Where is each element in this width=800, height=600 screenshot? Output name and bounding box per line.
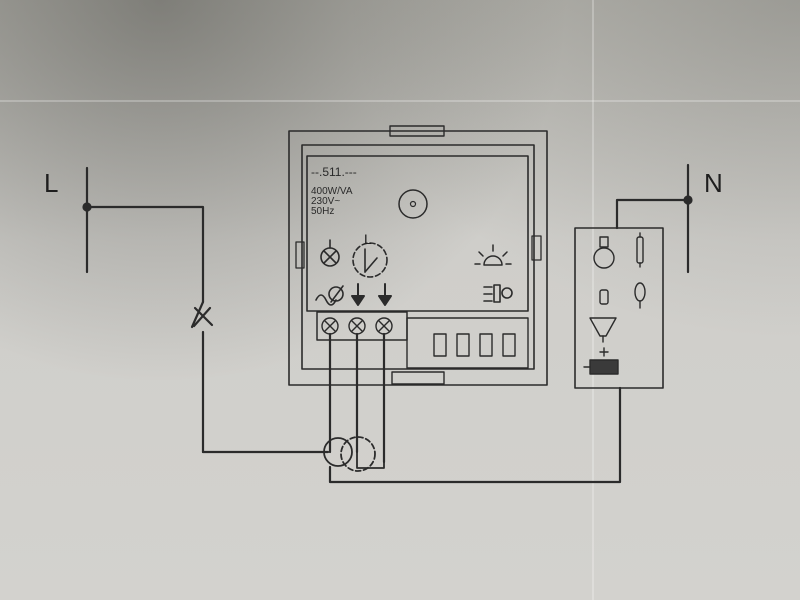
- rotary-knob-center: [409, 200, 417, 208]
- dimmer-inner-frame: [301, 144, 535, 370]
- device-spec-power: 400W/VA: [311, 186, 353, 197]
- arrow-down-icon-2: [378, 283, 392, 306]
- slot-1: [433, 333, 447, 357]
- plus-symbol: [599, 347, 609, 357]
- terminal-screw-1: [321, 317, 339, 335]
- transformer-icon: [583, 359, 619, 375]
- slot-2: [456, 333, 470, 357]
- dimmer-live-label: L: [364, 231, 372, 247]
- slot-3: [479, 333, 493, 357]
- halogen-tube-icon: [636, 232, 644, 268]
- load-type-icon: [483, 284, 513, 303]
- live-label: L: [44, 168, 58, 198]
- halogen-capsule-icon: [634, 282, 646, 309]
- arrow-down-icon-1: [351, 283, 365, 306]
- neutral-feed-wire: [615, 198, 690, 230]
- terminal-screw-2: [348, 317, 366, 335]
- top-clip: [389, 125, 445, 137]
- dimmer-symbol-icon: [352, 242, 388, 278]
- bottom-clip: [391, 371, 445, 385]
- wire-connector-solid: [323, 437, 353, 467]
- slot-housing: [406, 317, 529, 369]
- slot-4: [502, 333, 516, 357]
- live-feed-wire: [85, 205, 205, 304]
- device-spec-frequency: 50Hz: [311, 206, 334, 217]
- paper-fold-horizontal: [0, 100, 800, 102]
- reflector-lamp-icon: [589, 317, 617, 343]
- right-clip: [531, 235, 542, 261]
- inductive-load-icon: [315, 285, 344, 306]
- device-model-number: --.511.---: [311, 165, 357, 179]
- dimmer-outer-frame: [288, 130, 548, 386]
- rotary-knob: [398, 189, 428, 219]
- load-return-wire: [328, 386, 622, 484]
- switch-symbol: [190, 300, 214, 454]
- dimmer-front-panel: [306, 155, 529, 312]
- small-halogen-icon: [599, 289, 609, 305]
- neutral-label: N: [704, 168, 723, 198]
- lamp-icon: [320, 239, 340, 267]
- paper-fold-vertical: [592, 0, 594, 600]
- wire-connector-dashed: [340, 436, 376, 472]
- load-box: [574, 227, 664, 389]
- terminal-screw-3: [375, 317, 393, 335]
- left-clip: [295, 241, 305, 269]
- brightness-sun-icon: [474, 244, 512, 266]
- device-spec-voltage: 230V~: [311, 196, 340, 207]
- incandescent-bulb-icon: [593, 236, 615, 269]
